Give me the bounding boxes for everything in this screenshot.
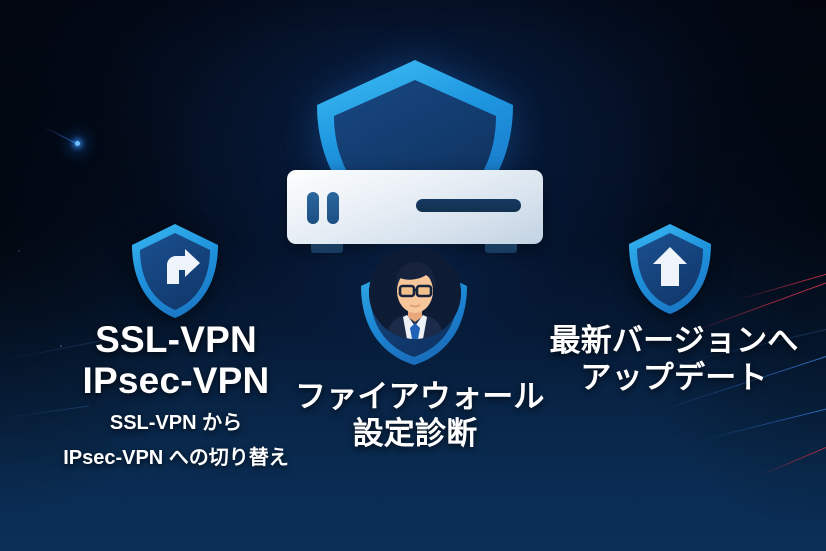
- panel-headline-line: 設定診断: [352, 416, 478, 451]
- avatar: [369, 247, 461, 339]
- shield-arrow-up-icon: [629, 224, 711, 314]
- panel-subline: SSL-VPN から: [109, 412, 243, 434]
- appliance-foot: [311, 242, 343, 253]
- appliance-slot: [416, 199, 521, 212]
- panel-headline-line: 最新バージョンへ: [549, 323, 799, 358]
- appliance-body: [287, 170, 543, 244]
- blue-diagonal-streak: [699, 406, 826, 441]
- shield-person-icon: [348, 245, 480, 367]
- panel-headline-line: IPsec-VPN: [82, 360, 270, 401]
- glowing-particle: [75, 141, 80, 146]
- panel-subline: IPsec-VPN への切り替え: [63, 447, 289, 469]
- avatar-illustration: [369, 247, 461, 339]
- panel-caption-version-update: 最新バージョンへ アップデート: [528, 322, 820, 396]
- status-led: [307, 192, 319, 224]
- red-diagonal-streak: [759, 439, 826, 476]
- panel-headline-line: SSL-VPN: [95, 319, 257, 360]
- firewall-appliance-icon: [287, 170, 543, 253]
- particle-trail: [42, 126, 76, 144]
- shield-arrow-right-icon: [132, 224, 218, 318]
- panel-headline-line: アップデート: [580, 360, 768, 395]
- appliance-foot: [485, 242, 517, 253]
- panel-caption-firewall-diagnosis: ファイアウォール 設定診断: [295, 378, 545, 452]
- status-led: [327, 192, 339, 224]
- panel-caption-ssl-vpn: SSL-VPN IPsec-VPN SSL-VPN から IPsec-VPN へ…: [26, 319, 326, 471]
- panel-headline-line: ファイアウォール: [295, 379, 545, 414]
- dim-dot: [18, 250, 20, 252]
- hero-graphic: [287, 58, 543, 254]
- red-diagonal-streak: [734, 269, 826, 301]
